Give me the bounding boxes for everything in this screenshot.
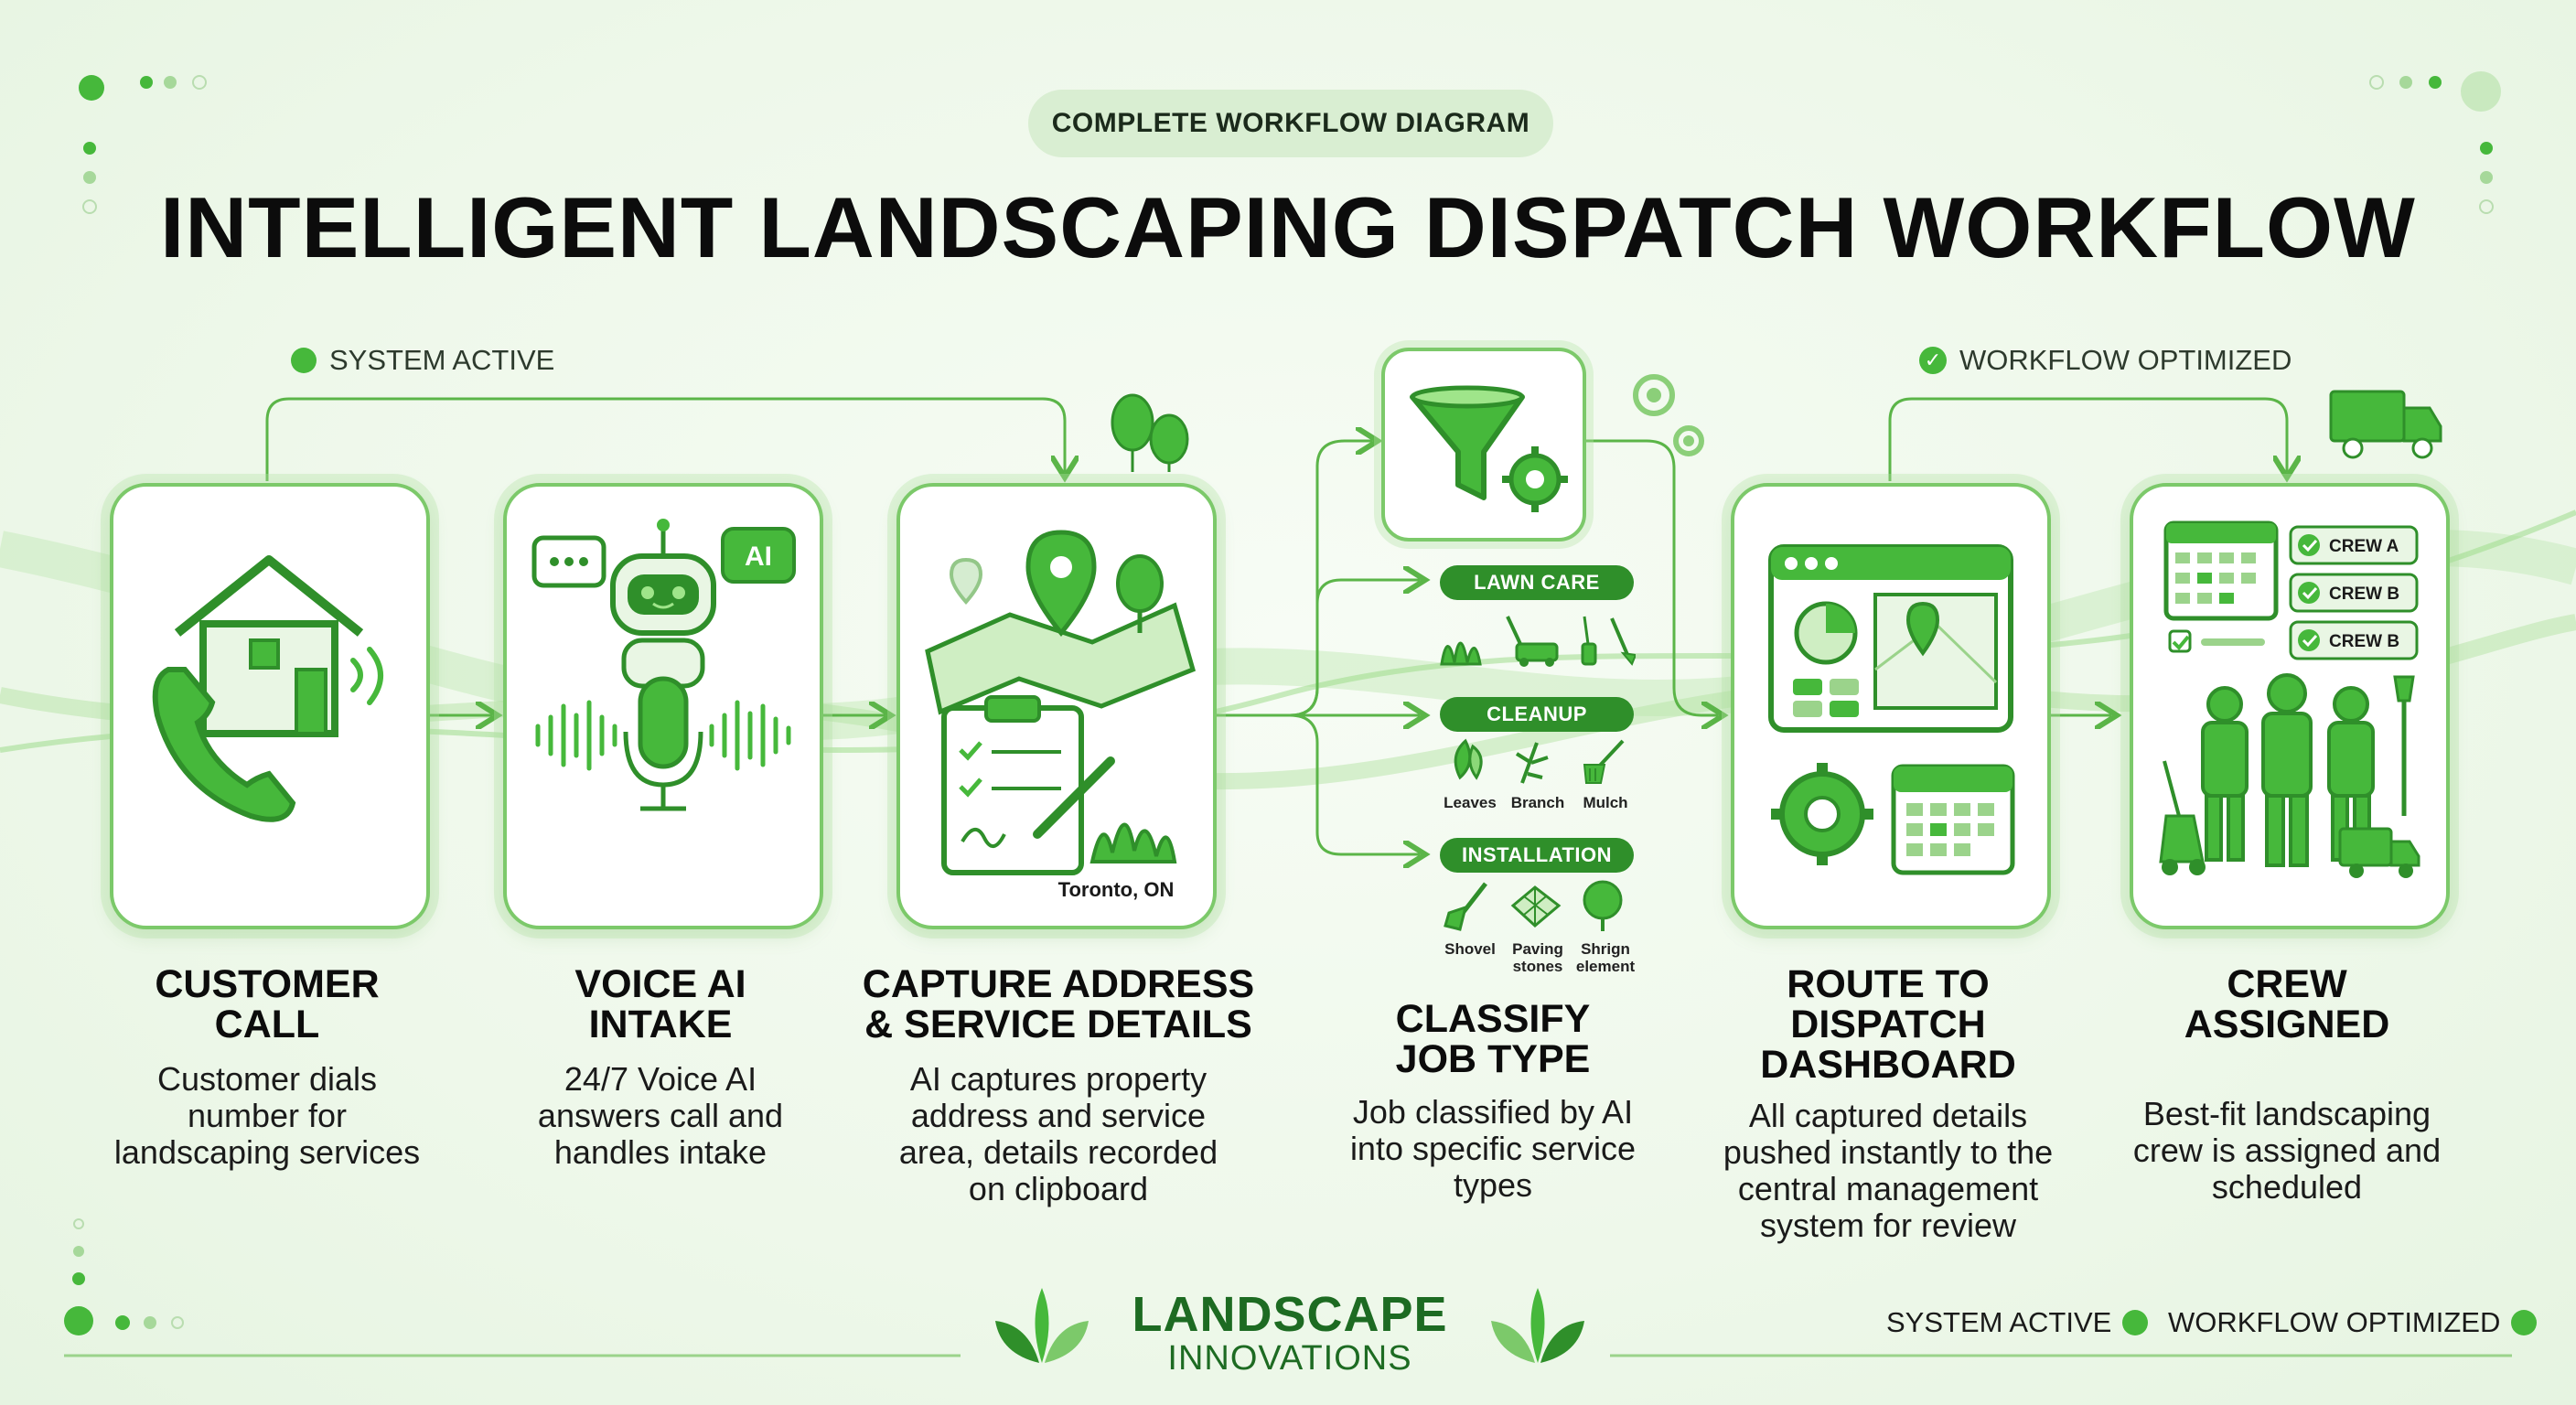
footer-system-active: SYSTEM ACTIVE [1886,1306,2149,1339]
phone-house-icon [152,555,383,822]
title-line: CALL [214,1003,320,1046]
step-1-description: Customer dials number for landscaping se… [73,1061,461,1171]
title-line: CREW [2227,962,2347,1006]
step-6-title: CREW ASSIGNED [2111,964,2463,1045]
cleanup-mulch-label: Mulch [1583,794,1628,811]
lawn-care-tools-icon [1440,616,1636,667]
crew-a-label: CREW A [2329,537,2399,556]
workflow-optimized-label: WORKFLOW OPTIMIZED [1959,344,2292,376]
title-line: DASHBOARD [1760,1043,2016,1087]
crew-b-label: CREW B [2329,585,2399,604]
location-label: Toronto, ON [1058,878,1175,901]
cleanup-tools-icon [1454,738,1625,784]
desc-line: system for review [1759,1207,2017,1244]
workflow-optimized-indicator: ✓ WORKFLOW OPTIMIZED [1919,344,2292,377]
status-dot-icon [2511,1310,2538,1335]
desc-line: on clipboard [968,1170,1149,1207]
ai-badge: AI [745,542,772,572]
step-4-title: CLASSIFY JOB TYPE [1317,999,1669,1079]
cleanup-branch-label: Branch [1510,794,1565,811]
label-line: Shovel [1444,940,1496,958]
cleanup-leaves-label: Leaves [1444,794,1497,811]
desc-line: pushed instantly to the [1723,1133,2054,1171]
footer-system-active-label: SYSTEM ACTIVE [1886,1306,2112,1338]
category-installation: INSTALLATION [1440,838,1634,873]
title-line: ASSIGNED [2184,1003,2390,1046]
title-line: VOICE AI [574,962,746,1006]
title-line: & SERVICE DETAILS [864,1003,1252,1046]
desc-line: area, details recorded [898,1133,1218,1171]
dashboard-icon [1768,544,2015,875]
system-active-label: SYSTEM ACTIVE [329,344,555,376]
title-line: INTAKE [588,1003,733,1046]
step-5-title: ROUTE TO DISPATCH DASHBOARD [1703,964,2073,1085]
desc-line: 24/7 Voice AI [564,1060,757,1098]
label-line: Paving [1512,940,1563,958]
footer-workflow-optimized: WORKFLOW OPTIMIZED [2168,1306,2538,1339]
crew-b-second-label: CREW B [2329,632,2399,651]
category-lawn-care: LAWN CARE [1440,565,1634,600]
brand-name: LANDSCAPE [1132,1287,1448,1342]
diagram-type-badge: COMPLETE WORKFLOW DIAGRAM [1028,90,1553,157]
title-line: CUSTOMER [155,962,380,1006]
funnel-gear-icon [1410,385,1568,512]
step-card-customer-call [110,483,430,929]
step-2-description: 24/7 Voice AI answers call and handles i… [467,1061,854,1171]
desc-line: address and service [910,1097,1207,1134]
leaf-logo-left-icon [995,1288,1089,1363]
installation-shovel-label: Shovel [1440,940,1500,958]
desc-line: central management [1737,1170,2039,1207]
label-line: element [1575,958,1636,975]
title-line: DISPATCH [1790,1003,1986,1046]
step-5-description: All captured details pushed instantly to… [1685,1098,2091,1244]
title-line: JOB TYPE [1395,1037,1591,1081]
desc-line: number for [187,1097,348,1134]
crew-schedule-icon: CREW A CREW B CREW B [2159,520,2420,878]
footer-workflow-optimized-label: WORKFLOW OPTIMIZED [2168,1306,2501,1338]
brand-subtitle: INNOVATIONS [1167,1339,1412,1378]
category-cleanup: CLEANUP [1440,697,1634,732]
status-dot-icon [2122,1310,2149,1335]
check-icon: ✓ [1919,347,1947,374]
map-clipboard-icon: Toronto, ON [925,530,1197,901]
desc-line: landscaping services [113,1133,421,1171]
step-card-capture-address: Toronto, ON [896,483,1217,929]
desc-line: All captured details [1748,1097,2028,1134]
title-line: CAPTURE ADDRESS [862,962,1255,1006]
desc-line: Customer dials [156,1060,378,1098]
label-line: Shrign [1581,940,1630,958]
classify-funnel-card [1381,348,1586,542]
desc-line: crew is assigned and [2132,1132,2442,1169]
step-1-title: CUSTOMER CALL [91,964,443,1045]
title-line: CLASSIFY [1395,997,1591,1041]
page-title: INTELLIGENT LANDSCAPING DISPATCH WORKFLO… [160,179,2416,275]
status-dot-icon [291,348,317,373]
label-line: stones [1512,958,1563,975]
step-3-description: AI captures property address and service… [851,1061,1266,1207]
desc-line: answers call and [537,1097,784,1134]
desc-line: Best-fit landscaping [2142,1095,2431,1132]
step-card-voice-ai: AI [503,483,823,929]
installation-paving-label: Paving stones [1508,940,1568,975]
installation-shrub-label: Shrign element [1575,940,1636,975]
step-3-title: CAPTURE ADDRESS & SERVICE DETAILS [851,964,1266,1045]
desc-line: handles intake [553,1133,767,1171]
step-card-crew-assigned: CREW A CREW B CREW B [2130,483,2450,929]
installation-tools-icon [1444,880,1623,931]
step-4-description: Job classified by AI into specific servi… [1299,1094,1687,1204]
leaf-logo-right-icon [1491,1288,1584,1363]
desc-line: Job classified by AI [1352,1093,1634,1131]
desc-line: into specific service [1349,1130,1637,1167]
robot-microphone-icon: AI [531,519,796,811]
desc-line: AI captures property [909,1060,1208,1098]
step-card-dispatch-dashboard [1731,483,2051,929]
system-active-indicator: SYSTEM ACTIVE [291,344,554,377]
title-line: ROUTE TO [1787,962,1990,1006]
step-2-title: VOICE AI INTAKE [485,964,836,1045]
desc-line: scheduled [2211,1168,2363,1206]
step-6-description: Best-fit landscaping crew is assigned an… [2093,1096,2481,1206]
desc-line: types [1453,1166,1533,1204]
